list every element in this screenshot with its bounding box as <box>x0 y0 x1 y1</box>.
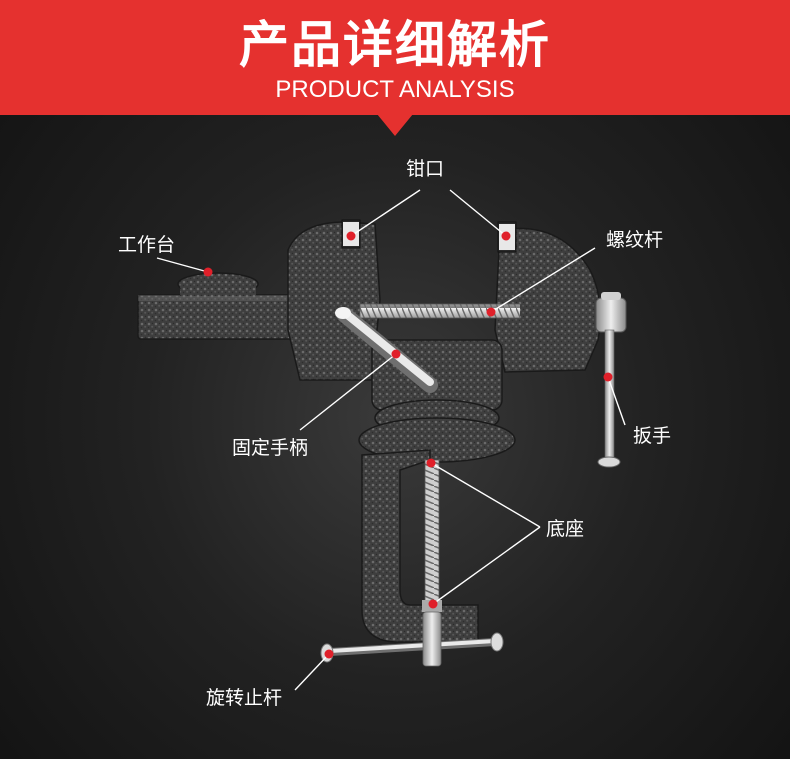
fixed-handle <box>335 307 438 393</box>
marker-workbench <box>203 267 213 277</box>
leader-lines <box>156 189 626 691</box>
marker-fixed-handle <box>391 349 401 359</box>
header-title-cn: 产品详细解析 <box>239 16 551 74</box>
marker-wrench <box>603 372 613 382</box>
label-workbench: 工作台 <box>118 234 176 256</box>
front-jaw-body <box>494 221 601 373</box>
marker-jaw-right <box>501 231 511 241</box>
label-jaws: 钳口 <box>406 158 445 180</box>
swivel-body <box>358 339 516 463</box>
marker-screw-rod <box>486 307 496 317</box>
marker-dots <box>203 231 613 659</box>
marker-jaw-left <box>346 231 356 241</box>
header-notch <box>377 114 413 136</box>
label-screw-rod: 螺纹杆 <box>606 229 664 251</box>
label-swivel-stop-rod: 旋转止杆 <box>206 687 283 709</box>
label-base: 底座 <box>546 518 585 540</box>
label-wrench: 扳手 <box>633 425 672 447</box>
screw-rod <box>359 302 600 320</box>
marker-base-top <box>426 458 436 468</box>
clamp-base <box>361 449 479 643</box>
marker-swivel-stop <box>324 649 334 659</box>
marker-base-bottom <box>428 599 438 609</box>
header-banner: 产品详细解析 PRODUCT ANALYSIS <box>0 0 790 115</box>
swivel-stop-rod <box>320 611 504 667</box>
header-title-en: PRODUCT ANALYSIS <box>275 76 515 103</box>
rear-jaw-body <box>287 219 381 381</box>
label-fixed-handle: 固定手柄 <box>232 437 309 459</box>
